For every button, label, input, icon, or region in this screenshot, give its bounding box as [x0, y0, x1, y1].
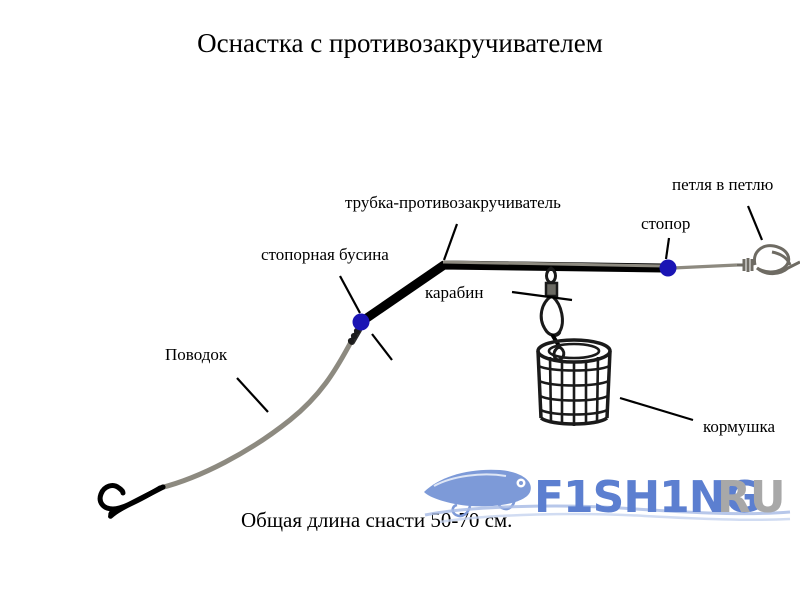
label-stopper: стопор — [641, 214, 690, 233]
label-loop-to-loop: петля в петлю — [672, 175, 774, 194]
leader-line — [157, 337, 355, 491]
fishing-lure-icon — [424, 469, 791, 524]
feeder-cage-shape — [536, 338, 612, 426]
stopper-bead-right — [659, 259, 677, 277]
loop-to-loop-knot — [737, 244, 800, 276]
label-feeder: кормушка — [703, 417, 775, 436]
fishing-hook-shape — [97, 483, 166, 519]
label-leader: Поводок — [165, 345, 228, 364]
total-length-caption: Общая длина снасти 50-70 см. — [241, 508, 512, 532]
logo-text-fishing: F1SH1NG — [534, 472, 760, 523]
mainline-through-tube — [442, 260, 666, 268]
leader-line-busina-2 — [371, 333, 393, 361]
leader-line-petlya — [746, 205, 764, 241]
leader-knot-coil — [347, 327, 362, 345]
stopper-bead-left — [352, 313, 370, 331]
leader-line-kormushka — [619, 396, 694, 422]
mainline-right — [672, 263, 738, 270]
page-title: Оснастка с противозакручивателем — [197, 28, 603, 58]
leader-line-stopor — [664, 237, 671, 260]
label-anti-tangle-tube: трубка-противозакручиватель — [345, 193, 561, 212]
logo-text-ru: RU — [717, 472, 785, 523]
label-carabiner: карабин — [425, 283, 483, 302]
label-leader-lines — [236, 205, 764, 422]
leader-line-busina — [339, 275, 361, 314]
anti-tangle-tube-shape — [356, 260, 668, 327]
leader-line-povodok — [236, 377, 269, 413]
leader-line-trubka — [442, 223, 459, 261]
leader-line-karabin — [511, 290, 573, 302]
label-stopper-bead: стопорная бусина — [261, 245, 389, 264]
